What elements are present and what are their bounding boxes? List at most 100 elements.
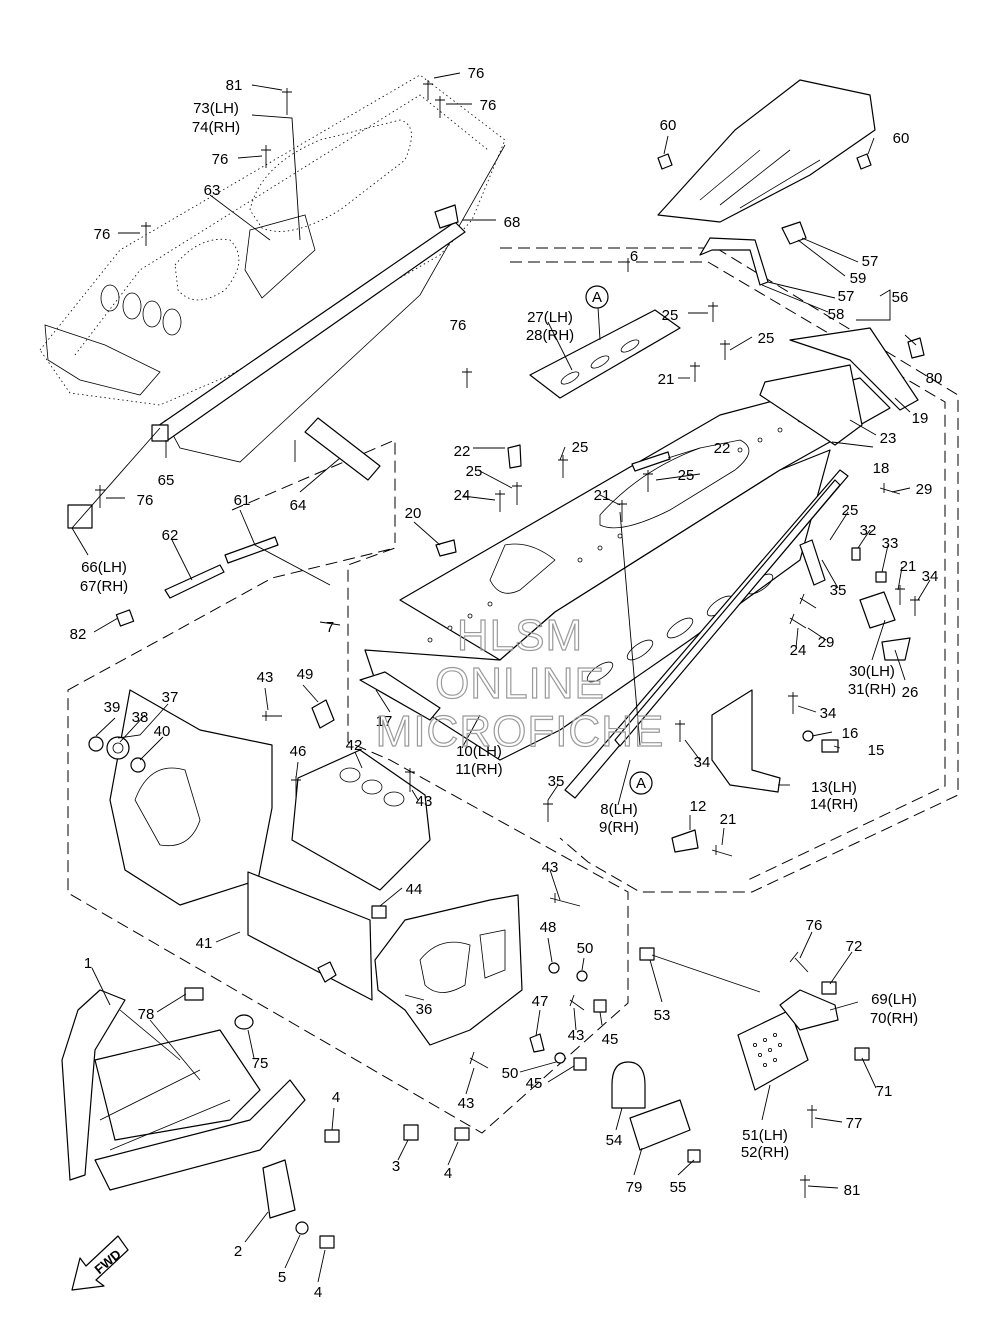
cylinder-49	[311, 699, 335, 729]
watermark-line3: MICROFICHE	[376, 707, 665, 756]
clip-80	[907, 337, 925, 359]
callout-62: 62	[162, 527, 179, 544]
strip-62	[164, 564, 225, 599]
reference-a-circle-top	[585, 285, 609, 309]
frame-1-tube	[61, 989, 126, 1181]
part-82	[115, 609, 135, 627]
callout-69: 69(LH)	[871, 991, 917, 1008]
reference-marks: A A	[585, 285, 653, 795]
callout-35-a: 35	[830, 582, 847, 599]
callout-24-a: 24	[454, 487, 471, 504]
callout-76-seat-top: 76	[468, 65, 485, 82]
rear-flap-body	[657, 79, 876, 223]
callout-21-b: 21	[594, 487, 611, 504]
callout-64: 64	[290, 497, 307, 514]
callout-40: 40	[154, 723, 171, 740]
right-lower-parts	[611, 947, 870, 1163]
callout-59: 59	[850, 270, 867, 287]
small-parts-left	[67, 417, 457, 627]
callout-66: 66(LH)	[81, 559, 127, 576]
bolt-4-mid	[454, 1127, 470, 1141]
callout-56: 56	[892, 289, 909, 306]
tunnel-underside	[164, 144, 506, 463]
seat-upper-edge	[74, 94, 489, 356]
front-frame-36	[374, 894, 523, 1046]
callout-25-f: 25	[842, 502, 859, 519]
bracket-17	[359, 671, 441, 721]
watermark: HLSM ONLINE MICROFICHE	[375, 610, 665, 756]
elbow-41	[317, 961, 337, 983]
callout-11: 11(RH)	[455, 761, 502, 778]
rail-10-11	[614, 479, 841, 747]
seat-round-holes	[100, 284, 182, 336]
bolt-45-upper	[593, 999, 607, 1013]
callout-43-mid: 43	[542, 859, 559, 876]
seat-outline	[39, 74, 506, 406]
callout-31: 31(RH)	[848, 681, 896, 698]
callout-19: 19	[912, 410, 929, 427]
plate-51-52	[737, 1009, 809, 1091]
nut-60-left	[657, 153, 673, 170]
callout-10: 10(LH)	[456, 743, 502, 760]
bracket-54	[611, 1061, 646, 1109]
callout-49: 49	[297, 666, 314, 683]
callout-54: 54	[606, 1132, 623, 1149]
callout-73: 73(LH)	[193, 100, 239, 117]
callout-44: 44	[406, 881, 423, 898]
callout-80: 80	[926, 370, 943, 387]
callout-6: 6	[630, 248, 638, 265]
callout-25-d: 25	[572, 439, 589, 456]
bearing-38	[106, 736, 130, 760]
bolt-15	[821, 739, 839, 753]
callout-48: 48	[540, 919, 557, 936]
bolt-4-left	[324, 1129, 340, 1143]
tunnel-plates	[507, 309, 925, 472]
callout-46: 46	[290, 743, 307, 760]
callout-53: 53	[654, 1007, 671, 1024]
callout-21-d: 21	[720, 811, 737, 828]
callout-70: 70(RH)	[870, 1010, 918, 1027]
callout-7: 7	[326, 619, 334, 636]
washer-16	[802, 730, 814, 742]
callout-77: 77	[846, 1115, 863, 1132]
callout-42: 42	[346, 737, 363, 754]
washer-5	[295, 1221, 309, 1235]
reference-strip-22	[631, 451, 671, 472]
callout-43-bottom: 43	[458, 1095, 475, 1112]
nut-60-right	[856, 153, 872, 170]
callout-4-bottom: 4	[314, 1284, 322, 1301]
bolt-71	[854, 1047, 870, 1061]
callout-43-top: 43	[257, 669, 274, 686]
buffer-78	[184, 987, 204, 1001]
bracket-68	[434, 204, 459, 229]
rail-65-end	[151, 424, 169, 442]
callout-81-top: 81	[226, 77, 243, 94]
ring-39	[88, 736, 104, 752]
callout-23: 23	[880, 430, 897, 447]
fwd-arrow-icon	[71, 1235, 129, 1291]
callout-68: 68	[504, 214, 521, 231]
callout-81-bottom: 81	[844, 1182, 861, 1199]
bracket-26	[881, 637, 911, 661]
callout-29-a: 29	[916, 481, 933, 498]
callout-34-c: 34	[694, 754, 711, 771]
bolt-53	[639, 947, 655, 961]
steering-frame	[374, 894, 607, 1071]
seat-rear-flap	[44, 324, 161, 396]
callout-60-right: 60	[893, 130, 910, 147]
reference-a-bottom: A	[636, 775, 646, 792]
callout-26: 26	[902, 684, 919, 701]
callout-67: 67(RH)	[80, 578, 128, 595]
bolt-4-bottom	[319, 1235, 335, 1249]
plate-19	[789, 327, 919, 411]
front-plate-37-cutout	[134, 767, 201, 847]
group-6-inner-outline	[510, 261, 946, 881]
callout-76-bracket: 76	[137, 492, 154, 509]
clip-22	[507, 444, 522, 469]
callout-1: 1	[84, 955, 92, 972]
callout-25-c: 25	[466, 463, 483, 480]
tunnel-front-cut	[489, 543, 556, 594]
callout-55: 55	[670, 1179, 687, 1196]
callout-5: 5	[278, 1269, 286, 1286]
callout-35-b: 35	[548, 773, 565, 790]
